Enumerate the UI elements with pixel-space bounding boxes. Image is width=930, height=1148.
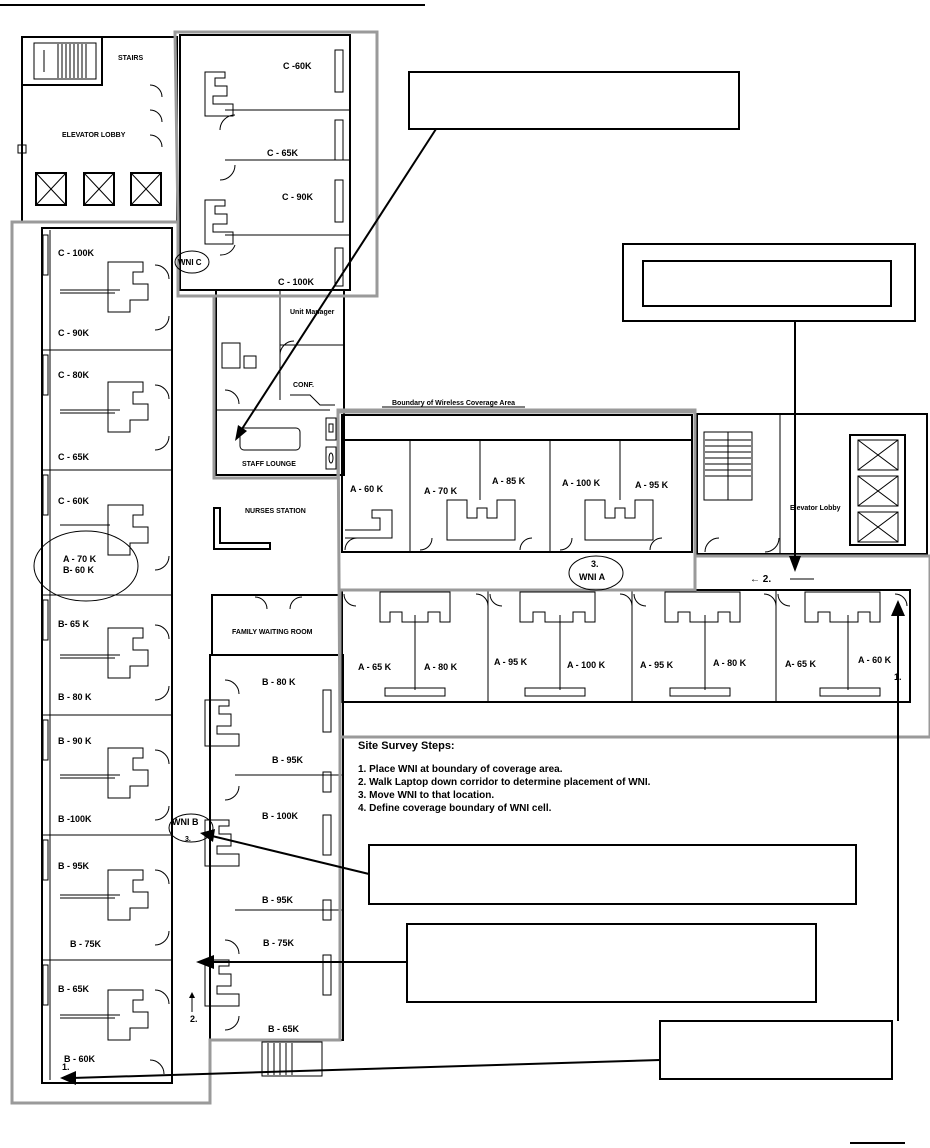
pointer-arrows <box>60 128 905 1085</box>
family-waiting-room <box>211 594 341 656</box>
room-label: B - 95K <box>58 861 90 871</box>
walk-marker-b-arrowhead <box>189 992 195 998</box>
room-label: A - 95 K <box>640 660 674 670</box>
room-label: B - 80 K <box>262 677 296 687</box>
room-label: B - 90 K <box>58 736 92 746</box>
stair-tower-top <box>17 36 178 223</box>
room-label: A - 95 K <box>635 480 669 490</box>
svg-text:3.: 3. <box>185 836 191 843</box>
callout-box-inner <box>642 260 892 307</box>
overlap-circle <box>33 530 139 602</box>
coverage-boundaries <box>10 30 930 1105</box>
left-wing-rooms <box>41 227 173 1084</box>
step-item: 4. Define coverage boundary of WNI cell. <box>358 803 552 814</box>
room-label: B - 100K <box>262 811 299 821</box>
room-label: B- 60 K <box>63 565 95 575</box>
room-label: C - 65K <box>267 148 299 158</box>
a-wing-bottom-rooms <box>341 589 911 703</box>
room-label: B - 65K <box>58 984 90 994</box>
room-label: B - 60K <box>64 1054 96 1064</box>
step-item: 3. Move WNI to that location. <box>358 790 495 801</box>
wni-a-marker: 3. WNI A <box>568 555 624 591</box>
room-label: C - 100K <box>278 277 315 287</box>
c-wing-upper-rooms <box>179 34 351 291</box>
label-boundary: Boundary of Wireless Coverage Area <box>392 400 515 407</box>
room-label: A - 65 K <box>358 662 392 672</box>
step-item: 1. Place WNI at boundary of coverage are… <box>358 764 563 775</box>
room-label: A - 80 K <box>713 658 747 668</box>
room-label: B - 95K <box>262 895 294 905</box>
room-label: B - 95K <box>272 755 304 765</box>
staff-area <box>215 289 345 476</box>
label-stairs: STAIRS <box>118 55 143 62</box>
callout-box <box>368 844 857 905</box>
elevator-cars-left <box>35 172 162 206</box>
room-label: C - 60K <box>58 496 90 506</box>
room-label: C -60K <box>283 61 312 71</box>
room-label: A - 60 K <box>350 484 384 494</box>
walk-marker-b: 2. <box>190 1014 198 1024</box>
room-label: C - 65K <box>58 452 90 462</box>
b-wing-right-rooms <box>204 654 344 1077</box>
room-label: C - 100K <box>58 248 95 258</box>
label-elevator-lobby-right: Elevator Lobby <box>790 505 841 512</box>
label-conf: CONF. <box>293 382 314 389</box>
room-label: C - 80K <box>58 370 90 380</box>
svg-text:WNI C: WNI C <box>178 258 202 267</box>
room-label: B - 80 K <box>58 692 92 702</box>
stair-tower-right <box>696 413 928 555</box>
room-label: A- 65 K <box>785 659 817 669</box>
callout-box <box>406 923 817 1003</box>
room-label: A - 85 K <box>492 476 526 486</box>
room-label: A - 70 K <box>424 486 458 496</box>
nurses-station <box>213 507 271 550</box>
room-label: A - 70 K <box>63 554 97 564</box>
room-label: B - 75K <box>263 938 295 948</box>
room-label: A - 80 K <box>424 662 458 672</box>
site-survey-steps: Site Survey Steps: 1. Place WNI at bound… <box>358 740 688 815</box>
room-label: C - 90K <box>282 192 314 202</box>
callout-box <box>408 71 740 130</box>
room-label: A - 60 K <box>858 655 892 665</box>
label-family-waiting: FAMILY WAITING ROOM <box>232 629 313 636</box>
start-marker-b: 1. <box>62 1062 70 1072</box>
room-label: A - 100 K <box>567 660 606 670</box>
a-wing-top-rooms <box>341 414 693 553</box>
room-label: A - 100 K <box>562 478 601 488</box>
svg-text:WNI B: WNI B <box>172 817 199 827</box>
label-staff-lounge: STAFF LOUNGE <box>242 461 296 468</box>
room-label: B -100K <box>58 814 92 824</box>
step-item: 2. Walk Laptop down corridor to determin… <box>358 777 651 788</box>
room-label: A - 95 K <box>494 657 528 667</box>
label-elevator-lobby-left: ELEVATOR LOBBY <box>62 132 126 139</box>
walk-marker-a: ← 2. <box>750 574 771 585</box>
steps-title: Site Survey Steps: <box>358 740 455 752</box>
room-label: C - 90K <box>58 328 90 338</box>
wni-b-marker: WNI B 3. <box>168 813 214 843</box>
room-label: B - 75K <box>70 939 102 949</box>
svg-text:3.: 3. <box>591 559 599 569</box>
room-label: B - 65K <box>268 1024 300 1034</box>
label-nurses-station: NURSES STATION <box>245 508 306 515</box>
room-label: B- 65 K <box>58 619 90 629</box>
callout-box <box>659 1020 893 1080</box>
svg-text:WNI A: WNI A <box>579 572 606 582</box>
label-unit-manager: Unit Manager <box>290 309 335 316</box>
wni-c-marker: WNI C <box>174 250 210 274</box>
